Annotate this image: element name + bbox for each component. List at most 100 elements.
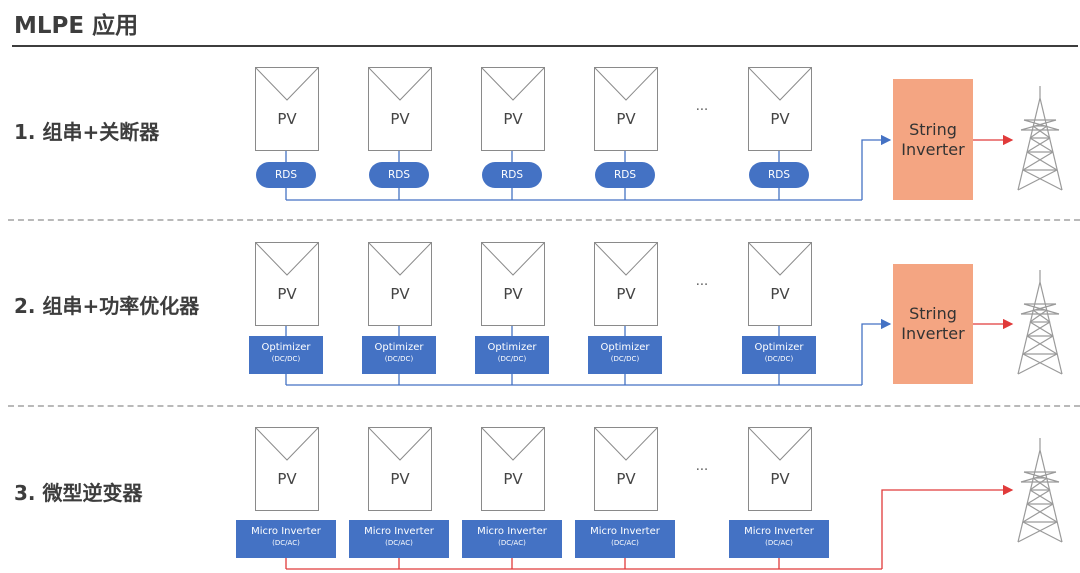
solar-panel-icon	[595, 243, 657, 276]
solar-panel-icon	[369, 428, 431, 461]
rds-device: RDS	[482, 162, 542, 188]
rds-device: RDS	[369, 162, 429, 188]
solar-panel: PV	[748, 242, 812, 326]
optimizer-name: Optimizer	[600, 342, 650, 353]
panel-label: PV	[503, 470, 523, 488]
optimizer-name: Optimizer	[487, 342, 537, 353]
solar-panel: PV	[368, 242, 432, 326]
optimizer-type: (DC/DC)	[384, 355, 414, 363]
solar-panel: PV	[748, 67, 812, 151]
panel-label: PV	[770, 110, 790, 128]
solar-panel-icon	[749, 68, 811, 101]
micro-inverter-device: Micro Inverter (DC/AC)	[349, 520, 449, 558]
solar-panel-icon	[749, 243, 811, 276]
transmission-tower-icon	[1017, 86, 1063, 191]
solar-panel-icon	[482, 243, 544, 276]
section-divider-1	[8, 219, 1080, 221]
panel-label: PV	[770, 285, 790, 303]
string-inverter: String Inverter	[893, 264, 973, 384]
solar-panel-icon	[595, 428, 657, 461]
optimizer-name: Optimizer	[261, 342, 311, 353]
solar-panel: PV	[255, 242, 319, 326]
transmission-tower-icon	[1017, 270, 1063, 375]
inverter-label-line2: Inverter	[901, 139, 965, 159]
solar-panel: PV	[255, 427, 319, 511]
panel-label: PV	[503, 285, 523, 303]
optimizer-device: Optimizer (DC/DC)	[588, 336, 662, 374]
solar-panel: PV	[255, 67, 319, 151]
panel-label: PV	[616, 470, 636, 488]
solar-panel: PV	[368, 67, 432, 151]
panel-label: PV	[277, 110, 297, 128]
panel-label: PV	[277, 470, 297, 488]
optimizer-device: Optimizer (DC/DC)	[362, 336, 436, 374]
solar-panel: PV	[481, 242, 545, 326]
solar-panel-icon	[256, 68, 318, 101]
micro-inverter-name: Micro Inverter	[744, 526, 814, 537]
micro-inverter-type: (DC/AC)	[385, 539, 413, 547]
micro-inverter-device: Micro Inverter (DC/AC)	[462, 520, 562, 558]
row-3-ac-bus	[285, 484, 1014, 570]
solar-panel-icon	[749, 428, 811, 461]
rds-device: RDS	[595, 162, 655, 188]
page-title: MLPE 应用	[14, 13, 139, 39]
ellipsis: ···	[695, 463, 709, 478]
inverter-label-line2: Inverter	[901, 324, 965, 343]
optimizer-type: (DC/DC)	[497, 355, 527, 363]
optimizer-type: (DC/DC)	[271, 355, 301, 363]
section-divider-2	[8, 405, 1080, 407]
panel-label: PV	[390, 470, 410, 488]
rds-device: RDS	[749, 162, 809, 188]
optimizer-device: Optimizer (DC/DC)	[742, 336, 816, 374]
optimizer-device: Optimizer (DC/DC)	[249, 336, 323, 374]
solar-panel-icon	[595, 68, 657, 101]
solar-panel-icon	[256, 428, 318, 461]
micro-inverter-type: (DC/AC)	[765, 539, 793, 547]
optimizer-name: Optimizer	[374, 342, 424, 353]
solar-panel: PV	[594, 242, 658, 326]
panel-label: PV	[770, 470, 790, 488]
micro-inverter-type: (DC/AC)	[272, 539, 300, 547]
ellipsis: ···	[695, 278, 709, 293]
solar-panel-icon	[256, 243, 318, 276]
micro-inverter-name: Micro Inverter	[477, 526, 547, 537]
solar-panel: PV	[748, 427, 812, 511]
panel-label: PV	[277, 285, 297, 303]
optimizer-device: Optimizer (DC/DC)	[475, 336, 549, 374]
row-2-label: 2. 组串+功率优化器	[14, 294, 200, 318]
micro-inverter-device: Micro Inverter (DC/AC)	[575, 520, 675, 558]
inverter-label-line1: String	[909, 304, 957, 323]
micro-inverter-name: Micro Inverter	[251, 526, 321, 537]
solar-panel: PV	[368, 427, 432, 511]
solar-panel: PV	[481, 67, 545, 151]
solar-panel: PV	[594, 427, 658, 511]
micro-inverter-name: Micro Inverter	[590, 526, 660, 537]
panel-label: PV	[616, 285, 636, 303]
string-inverter: String Inverter	[893, 79, 973, 200]
micro-inverter-type: (DC/AC)	[611, 539, 639, 547]
micro-inverter-name: Micro Inverter	[364, 526, 434, 537]
rds-device: RDS	[256, 162, 316, 188]
row-1-label: 1. 组串+关断器	[14, 120, 160, 144]
micro-inverter-device: Micro Inverter (DC/AC)	[236, 520, 336, 558]
solar-panel: PV	[594, 67, 658, 151]
transmission-tower-icon	[1017, 438, 1063, 543]
micro-inverter-device: Micro Inverter (DC/AC)	[729, 520, 829, 558]
panel-label: PV	[616, 110, 636, 128]
ellipsis: ···	[695, 103, 709, 118]
panel-label: PV	[390, 285, 410, 303]
solar-panel-icon	[482, 428, 544, 461]
title-underline	[12, 45, 1078, 47]
optimizer-name: Optimizer	[754, 342, 804, 353]
inverter-label-line1: String	[909, 119, 957, 139]
optimizer-type: (DC/DC)	[610, 355, 640, 363]
panel-label: PV	[390, 110, 410, 128]
micro-inverter-type: (DC/AC)	[498, 539, 526, 547]
optimizer-type: (DC/DC)	[764, 355, 794, 363]
panel-label: PV	[503, 110, 523, 128]
solar-panel: PV	[481, 427, 545, 511]
row-3-label: 3. 微型逆变器	[14, 481, 143, 505]
solar-panel-icon	[369, 243, 431, 276]
solar-panel-icon	[482, 68, 544, 101]
solar-panel-icon	[369, 68, 431, 101]
